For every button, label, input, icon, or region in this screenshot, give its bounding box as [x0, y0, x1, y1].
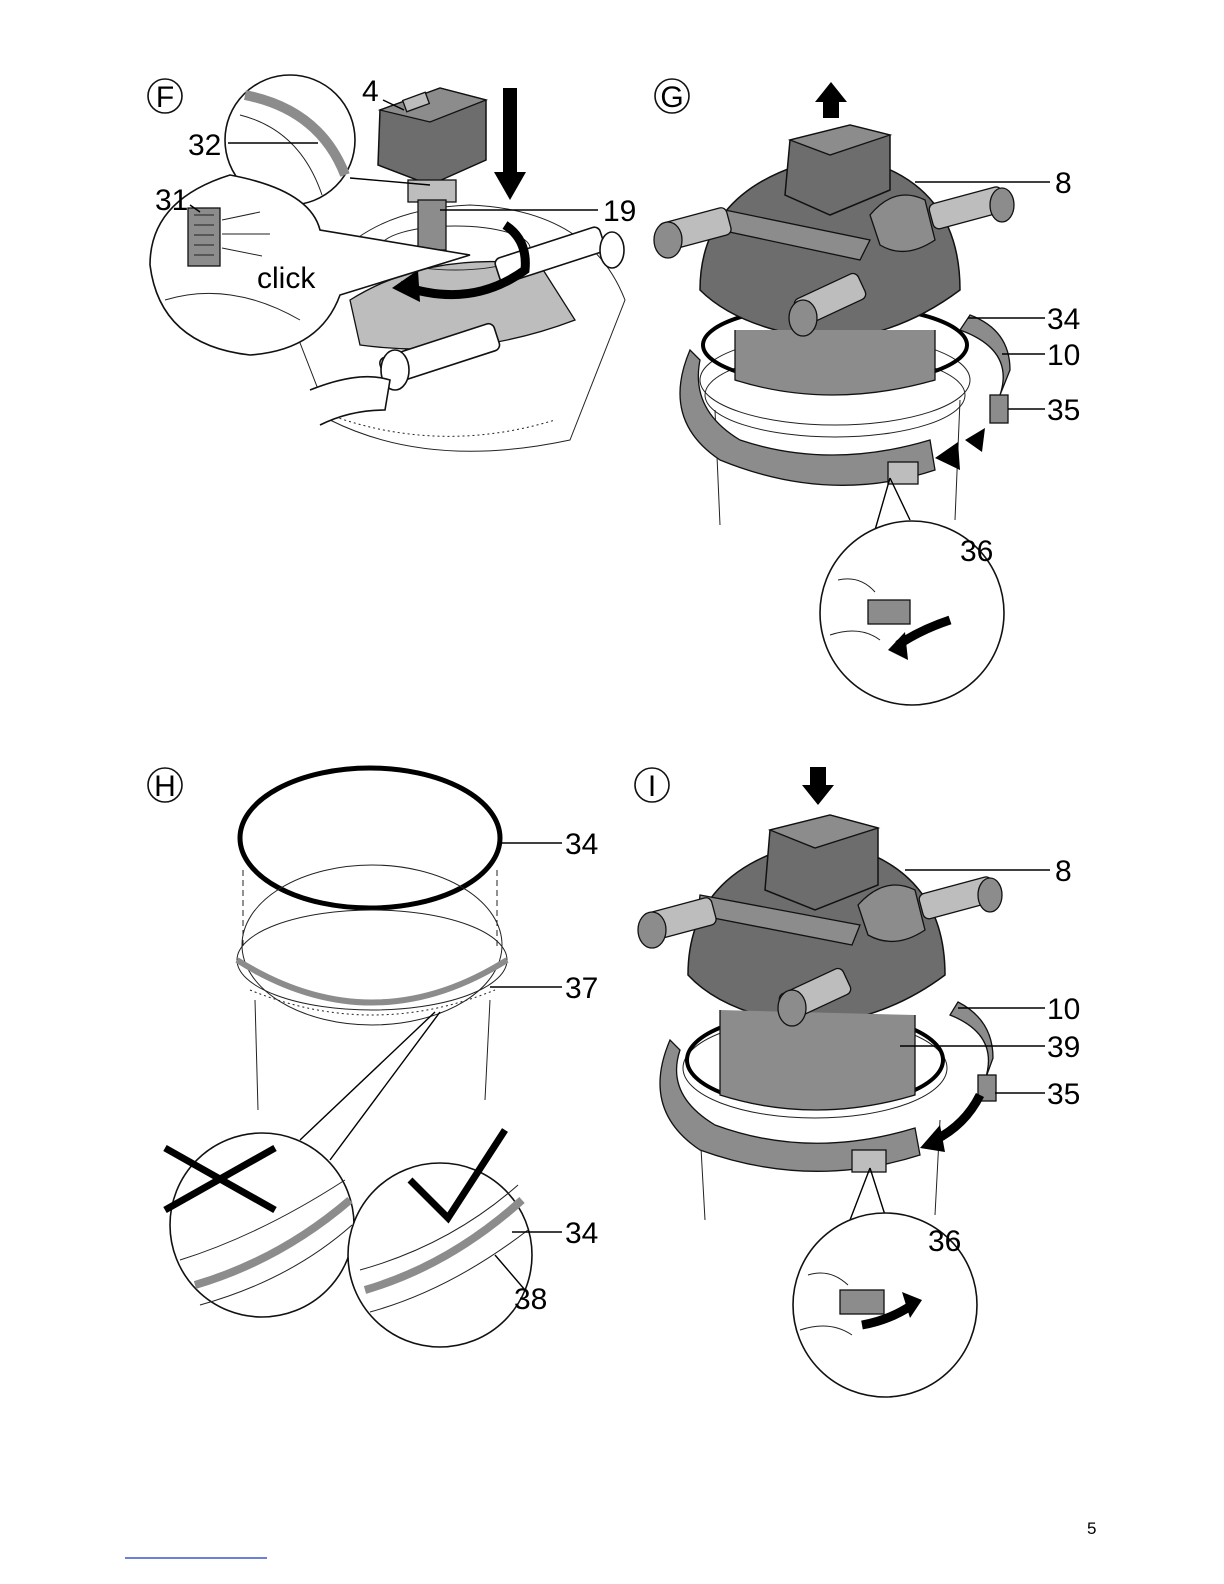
- callout-35-g: 35: [1047, 394, 1080, 427]
- callout-38: 38: [514, 1283, 547, 1316]
- callout-8-i: 8: [1055, 855, 1072, 888]
- callout-34-g: 34: [1047, 303, 1080, 336]
- callout-19: 19: [603, 195, 636, 228]
- panel-f-letter: F: [156, 81, 174, 114]
- motor-unit-4: [378, 88, 486, 250]
- callout-10-i: 10: [1047, 993, 1080, 1026]
- zoom-detail-36-g: [820, 478, 1004, 705]
- down-arrow-small-icon: [802, 767, 834, 805]
- callout-36-g: 36: [960, 535, 993, 568]
- zoom-detail-wrong: [170, 1133, 354, 1317]
- up-arrow-icon: [815, 82, 847, 118]
- callout-34-h2: 34: [565, 1217, 598, 1250]
- tighten-arrow-icon: [920, 1095, 980, 1152]
- callout-37: 37: [565, 972, 598, 1005]
- callout-8-g: 8: [1055, 167, 1072, 200]
- panel-f: F: [148, 75, 636, 451]
- callout-31: 31: [155, 184, 188, 217]
- panel-g: G: [654, 79, 1080, 705]
- down-arrow-icon: [494, 88, 526, 200]
- housing-lid-8-g: [700, 125, 960, 395]
- panel-h: H: [148, 768, 598, 1347]
- push-arrows-icon: [935, 395, 1008, 470]
- panel-i-letter: I: [648, 770, 656, 803]
- zoom-detail-36-i: [793, 1168, 977, 1397]
- panel-g-letter: G: [660, 81, 683, 114]
- click-label: click: [257, 262, 316, 295]
- container-h: [237, 865, 507, 1110]
- zoom-detail-right: [348, 1163, 532, 1347]
- callout-35-i: 35: [1047, 1078, 1080, 1111]
- housing-lid-8-i: [688, 815, 945, 1110]
- callout-4: 4: [362, 75, 379, 108]
- panel-i: I: [635, 767, 1080, 1397]
- callout-10-g: 10: [1047, 339, 1080, 372]
- page-number: 5: [1087, 1519, 1096, 1538]
- callout-34-h: 34: [565, 828, 598, 861]
- callout-39: 39: [1047, 1031, 1080, 1064]
- callout-32: 32: [188, 129, 221, 162]
- panel-h-letter: H: [154, 770, 176, 803]
- callout-36-i: 36: [928, 1225, 961, 1258]
